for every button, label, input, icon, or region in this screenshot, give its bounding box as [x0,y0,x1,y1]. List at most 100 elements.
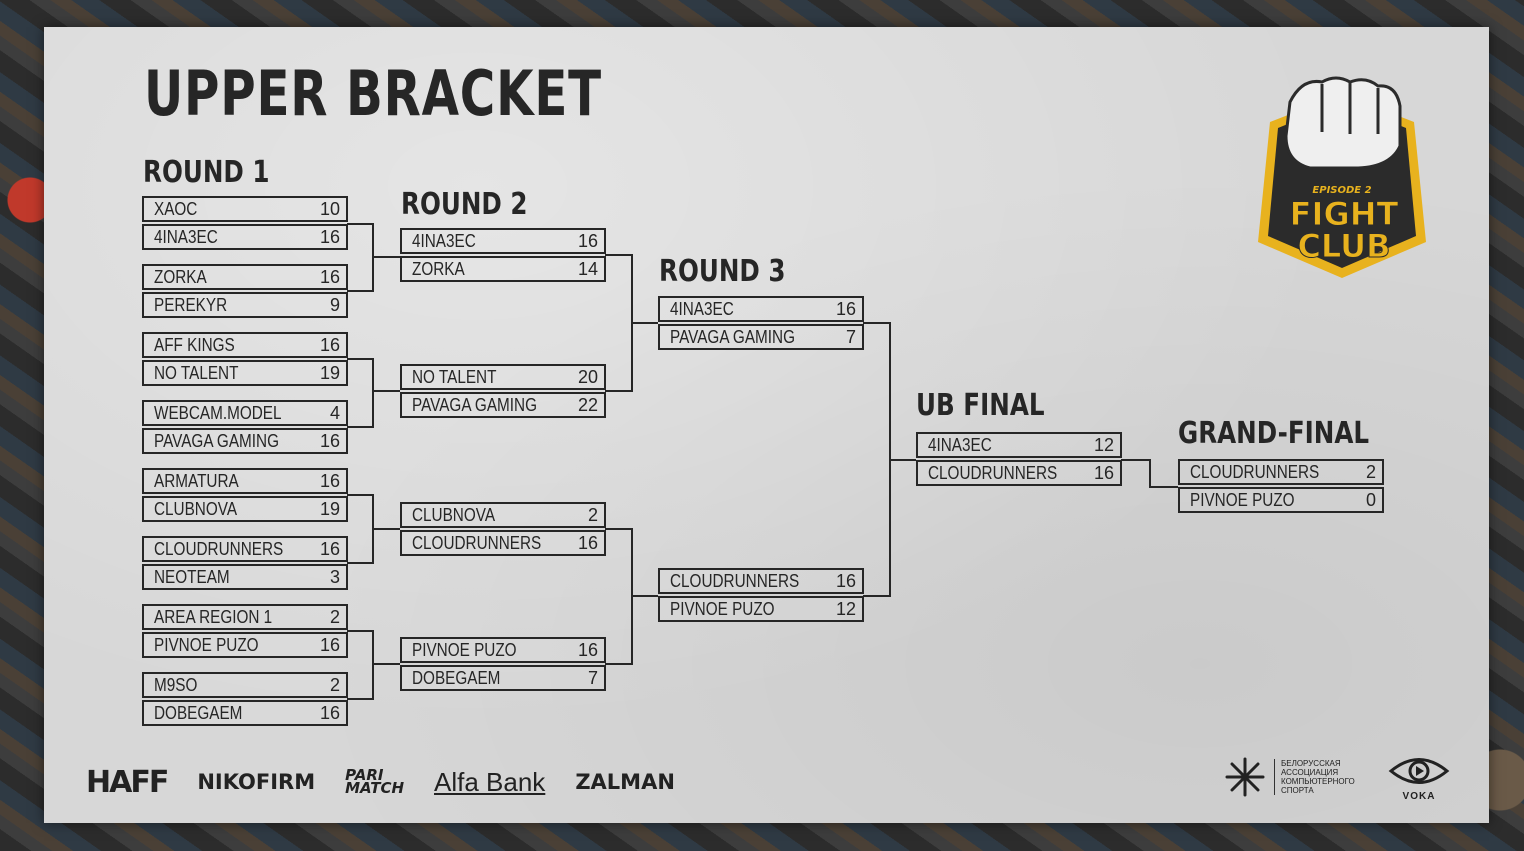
match-r1-1: XAOC 10 4INA3EC 16 [142,196,348,250]
team-row: 4INA3EC 16 [142,224,348,250]
voka-logo: VOKA [1386,756,1452,802]
team-row: PIVNOE PUZO 16 [142,632,348,658]
team-score: 16 [319,634,340,655]
team-row: PAVAGA GAMING 16 [142,428,348,454]
team-score: 16 [577,532,598,553]
team-row: NO TALENT 20 [400,364,606,390]
team-name: AFF KINGS [154,334,235,355]
team-name: DOBEGAEM [154,702,243,723]
team-score: 0 [1365,489,1376,510]
team-row: PIVNOE PUZO 16 [400,637,606,663]
sponsor-parimatch-line1: PARI [345,765,384,784]
team-score: 16 [1093,462,1114,483]
team-score: 16 [577,639,598,660]
team-score: 16 [319,430,340,451]
team-name: CLOUDRUNNERS [928,462,1058,483]
association-line: СПОРТА [1281,786,1314,796]
team-name: CLOUDRUNNERS [412,532,542,553]
team-score: 16 [319,538,340,559]
team-name: CLOUDRUNNERS [1190,461,1320,482]
team-row: CLUBNOVA 2 [400,502,606,528]
team-score: 16 [319,226,340,247]
round-3-label: ROUND 3 [659,254,786,289]
team-name: PEREKYR [154,294,228,315]
team-row: DOBEGAEM 16 [142,700,348,726]
team-score: 14 [577,258,598,279]
match-r2-2: NO TALENT 20 PAVAGA GAMING 22 [400,364,606,418]
team-score: 20 [577,366,598,387]
team-score: 2 [1365,461,1376,482]
team-row: 4INA3EC 16 [400,228,606,254]
team-name: PAVAGA GAMING [412,394,537,415]
team-score: 19 [319,362,340,383]
team-score: 22 [577,394,598,415]
association-line: АССОЦИАЦИЯ [1281,767,1339,777]
team-score: 2 [329,674,340,695]
team-name: ZORKA [154,266,207,287]
team-score: 16 [319,702,340,723]
team-score: 4 [329,402,340,423]
team-name: PIVNOE PUZO [412,639,517,660]
sponsor-parimatch-line2: MATCH [345,779,405,797]
logo-episode: EPISODE 2 [1312,185,1371,196]
voka-label: VOKA [1402,791,1436,802]
eye-play-icon [1388,758,1450,784]
team-name: CLUBNOVA [412,504,496,525]
team-name: DOBEGAEM [412,667,501,688]
team-row: PAVAGA GAMING 22 [400,392,606,418]
team-name: NO TALENT [412,366,497,387]
team-name: NEOTEAM [154,566,230,587]
round-2-label: ROUND 2 [401,187,528,222]
team-score: 10 [319,198,340,219]
team-score: 2 [587,504,598,525]
team-score: 7 [587,667,598,688]
team-row: CLOUDRUNNERS 16 [142,536,348,562]
team-score: 16 [577,230,598,251]
association-logo: БЕЛОРУССКАЯ АССОЦИАЦИЯ КОМПЬЮТЕРНОГО СПО… [1224,756,1361,798]
team-name: XAOC [154,198,198,219]
team-name: 4INA3EC [670,298,734,319]
team-name: WEBCAM.MODEL [154,402,282,423]
team-name: PIVNOE PUZO [670,598,775,619]
sponsor-zalman: ZALMAN [575,770,675,794]
team-score: 16 [319,470,340,491]
team-name: AREA REGION 1 [154,606,273,627]
team-name: PIVNOE PUZO [154,634,259,655]
sponsor-alfabank: Alfa Bank [434,766,546,797]
ub-final-label: UB FINAL [916,388,1045,423]
team-name: M9SO [154,674,198,695]
team-name: CLOUDRUNNERS [670,570,800,591]
snowflake-icon [1225,757,1265,797]
association-line: КОМПЬЮТЕРНОГО [1281,777,1355,786]
team-name: 4INA3EC [412,230,476,251]
team-row: M9SO 2 [142,672,348,698]
team-name: ARMATURA [154,470,239,491]
team-score: 12 [835,598,856,619]
team-row: DOBEGAEM 7 [400,665,606,691]
team-name: PAVAGA GAMING [154,430,279,451]
sponsor-parimatch: PARI MATCH [345,765,405,797]
team-name: 4INA3EC [154,226,218,247]
team-row: WEBCAM.MODEL 4 [142,400,348,426]
team-name: CLOUDRUNNERS [154,538,284,559]
team-row: ARMATURA 16 [142,468,348,494]
